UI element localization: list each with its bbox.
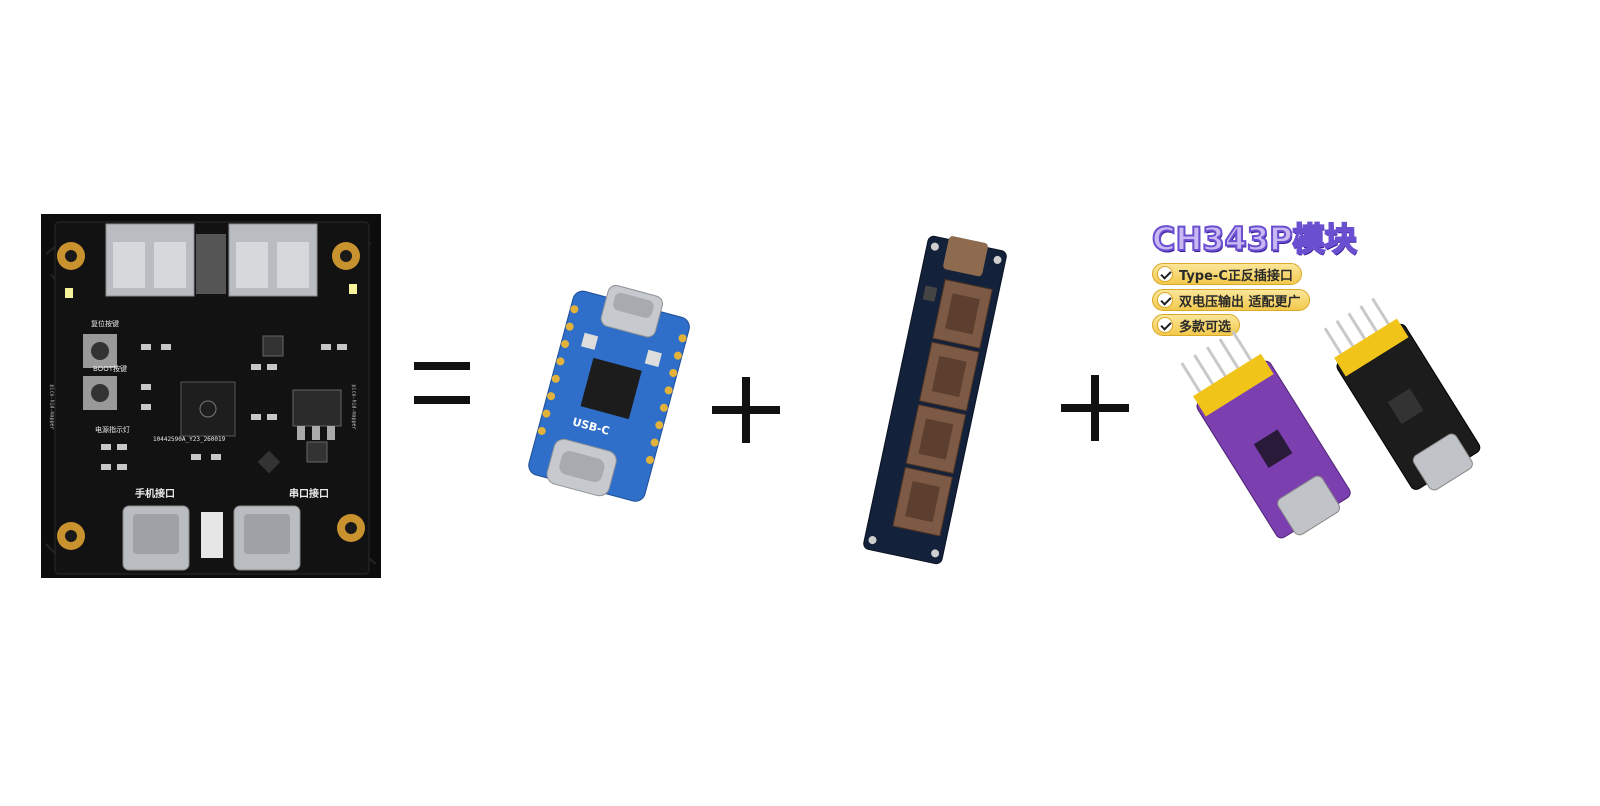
plus-sign-1 [712,377,780,443]
ch343p-feature-3: 多款可选 [1152,314,1241,336]
usb-hub-photo [840,230,1030,570]
serial-port-label: 串口接口 [289,489,329,500]
ch343p-feature-2: 双电压输出 适配更广 [1152,289,1310,311]
right-edge-label: pico-hid-mapper [350,384,357,430]
boot-button-label: BOOT按键 [93,365,127,373]
equals-sign [414,362,470,406]
reset-button-label: 复位按键 [91,320,119,328]
check-icon [1157,266,1173,282]
phone-port-label: 手机接口 [135,489,175,500]
main-pcb-photo: 复位按键 BOOT按键 电源指示灯 10442590A_Y23_260019 手… [41,214,381,578]
ch343p-title: CH343P模块 [1151,219,1358,259]
power-led-label: 电源指示灯 [95,426,130,434]
plus-sign-2 [1061,375,1129,441]
pico-board-photo: USB-C [510,280,700,505]
check-icon [1157,317,1173,333]
board-id-label: 10442590A_Y23_260019 [153,436,226,443]
check-icon [1157,292,1173,308]
feature-text: Type-C正反插接口 [1179,268,1293,284]
feature-text: 双电压输出 适配更广 [1179,294,1301,310]
ch343p-feature-1: Type-C正反插接口 [1152,263,1302,285]
left-edge-label: pico-hid-mapper [48,384,55,430]
ch343p-modules-photo [1170,290,1510,555]
feature-text: 多款可选 [1179,319,1232,335]
